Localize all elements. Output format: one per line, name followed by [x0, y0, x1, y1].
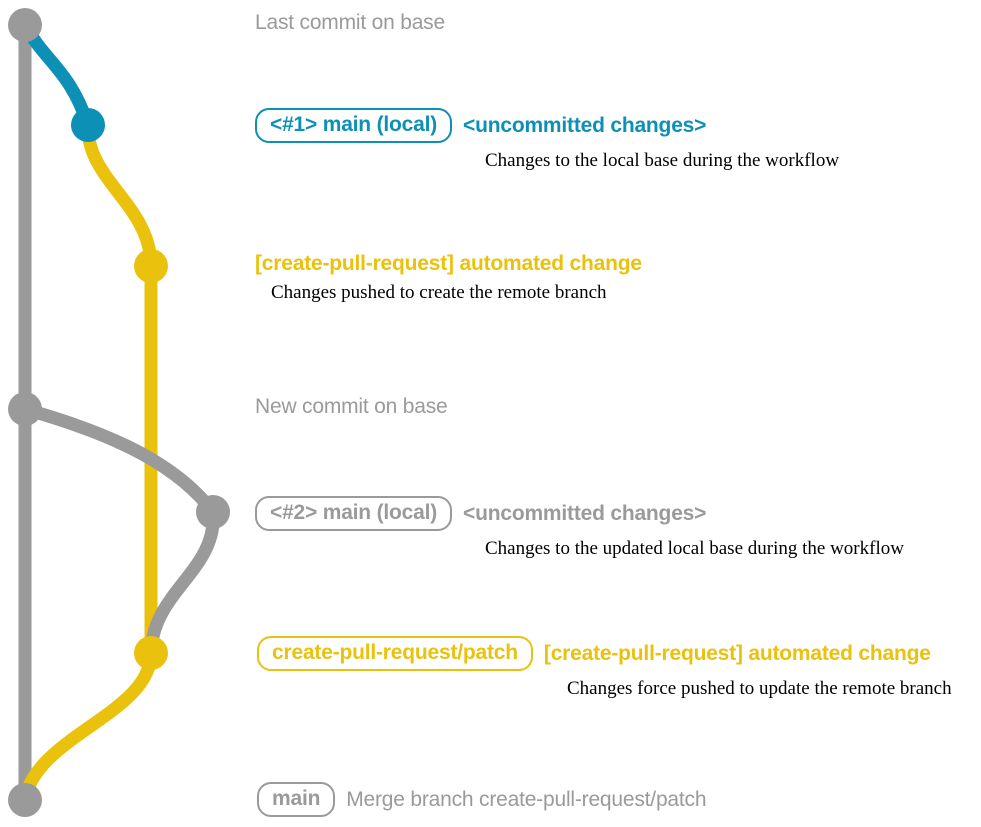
- commit-note: Changes force pushed to update the remot…: [567, 678, 952, 699]
- commit-headline: <#2> main (local) <uncommitted changes>: [255, 496, 904, 531]
- commit-headline: <#1> main (local) <uncommitted changes>: [255, 108, 839, 143]
- commit-headline: create-pull-request/patch [create-pull-r…: [257, 636, 952, 671]
- commit-entry-automated-change-2: create-pull-request/patch [create-pull-r…: [257, 636, 952, 700]
- commit-headline: New commit on base: [255, 395, 448, 418]
- edge-local1-to-patch1: [81, 118, 158, 273]
- commit-subject: [create-pull-request] automated change: [255, 252, 642, 275]
- edge-local2-to-patch2: [144, 505, 220, 660]
- commit-subject: [create-pull-request] automated change: [543, 641, 931, 665]
- branch-pill-local-main-1[interactable]: <#1> main (local): [255, 108, 453, 143]
- commit-entry-new-commit-on-base: New commit on base: [255, 395, 448, 418]
- commit-node-automated-change-2[interactable]: [134, 636, 168, 670]
- commit-node-new-commit-on-base[interactable]: [8, 392, 42, 426]
- commit-entry-merge-commit: main Merge branch create-pull-request/pa…: [257, 782, 707, 817]
- commit-note: Changes to the local base during the wor…: [485, 150, 840, 171]
- commit-subject: <uncommitted changes>: [463, 501, 707, 525]
- commit-entry-last-commit-on-base: Last commit on base: [255, 12, 445, 34]
- commit-node-last-commit-on-base[interactable]: [8, 8, 42, 42]
- commit-entry-local-main-1: <#1> main (local) <uncommitted changes> …: [255, 108, 839, 172]
- commit-headline: Last commit on base: [255, 12, 445, 34]
- commit-entry-automated-change-1: [create-pull-request] automated change C…: [255, 253, 642, 304]
- commit-node-automated-change-1[interactable]: [134, 249, 168, 283]
- branch-pill-main[interactable]: main: [257, 782, 336, 817]
- branch-pill-local-main-2[interactable]: <#2> main (local): [255, 496, 453, 531]
- edge-base2-to-local2: [18, 402, 220, 519]
- branch-pill-create-pull-request-patch[interactable]: create-pull-request/patch: [257, 636, 533, 671]
- commit-node-merge-commit[interactable]: [8, 783, 42, 817]
- commit-entry-local-main-2: <#2> main (local) <uncommitted changes> …: [255, 496, 904, 560]
- commit-headline: main Merge branch create-pull-request/pa…: [257, 782, 707, 817]
- commit-note: Changes pushed to create the remote bran…: [271, 282, 607, 303]
- commit-subject: Last commit on base: [255, 11, 445, 34]
- edge-patch2-to-merge: [18, 646, 158, 807]
- commit-subject: <uncommitted changes>: [463, 113, 707, 137]
- commit-headline: [create-pull-request] automated change: [255, 253, 642, 275]
- commit-note: Changes to the updated local base during…: [485, 538, 904, 559]
- commit-subject: Merge branch create-pull-request/patch: [346, 787, 707, 811]
- commit-node-local-main-2[interactable]: [196, 495, 230, 529]
- commit-subject: New commit on base: [255, 395, 448, 418]
- commit-node-local-main-1[interactable]: [71, 108, 105, 142]
